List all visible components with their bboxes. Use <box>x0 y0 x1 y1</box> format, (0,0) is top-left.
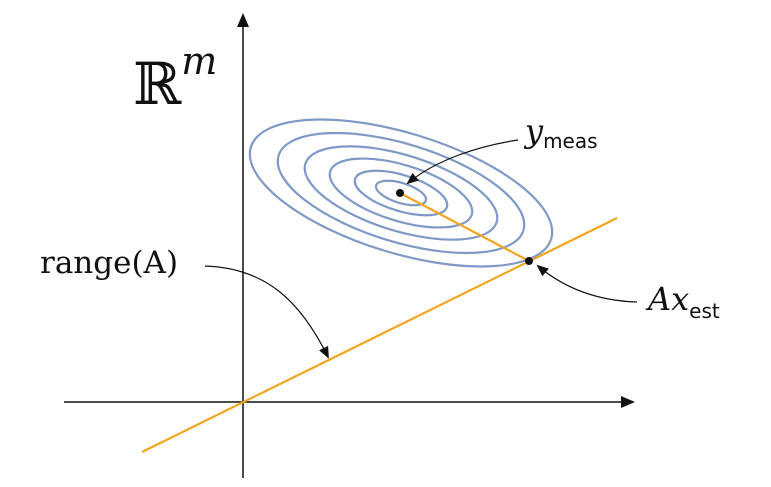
range-label: range(A) <box>40 245 178 281</box>
ax-est-point <box>525 257 533 265</box>
ellipse-4 <box>328 157 474 229</box>
ax-est-label: Axest <box>645 280 720 323</box>
range-arrow <box>204 265 329 359</box>
space-label: ℝm <box>133 39 217 118</box>
ellipse-5 <box>353 169 449 217</box>
range-line <box>141 217 618 453</box>
space-exponent: m <box>181 39 217 83</box>
ellipse-3 <box>303 145 499 241</box>
ellipse-2 <box>276 131 526 255</box>
ellipse-6 <box>374 179 428 207</box>
residual-segment <box>399 192 530 262</box>
level-set-ellipses <box>248 118 554 268</box>
y-meas-label: ymeas <box>523 112 598 153</box>
ellipse-1 <box>248 118 554 268</box>
ax-est-arrow <box>536 264 638 303</box>
y-meas-arrow <box>406 139 519 185</box>
y-meas-point <box>396 189 404 197</box>
